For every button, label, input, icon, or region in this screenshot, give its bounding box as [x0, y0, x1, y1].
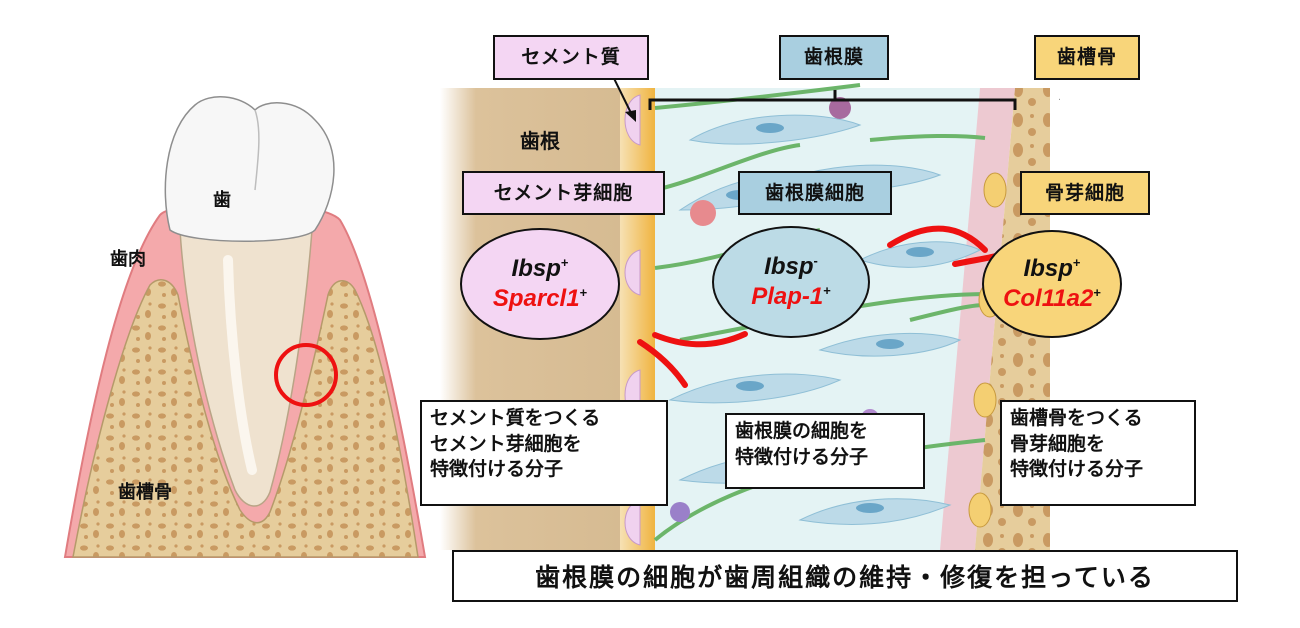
marker-col11a2: Col11a2	[1003, 285, 1094, 312]
arrow-to-osteoblast	[887, 225, 988, 253]
tooth-root-label: 歯根	[520, 129, 560, 153]
marker-ibsp: Ibsp	[764, 253, 814, 280]
tooth-label: 歯	[213, 190, 231, 211]
cementum-label: セメント質	[493, 35, 649, 80]
alveolar-bone-tissue-label: 歯槽骨	[1034, 35, 1140, 80]
cementoblast-description: セメント質をつくる セメント芽細胞を 特徴付ける分子	[420, 400, 668, 506]
arrow-to-cementoblast	[652, 331, 748, 348]
pdl-cell: Ibsp- Plap-1+	[712, 226, 870, 338]
tooth-illustration	[63, 96, 427, 558]
marker-sign: +	[1093, 285, 1101, 300]
marker-ibsp: Ibsp	[511, 255, 561, 282]
alveolar-bone-label: 歯槽骨	[118, 482, 172, 503]
pdl-bracket	[648, 90, 1017, 110]
periodontal-ligament-label: 歯根膜	[779, 35, 889, 80]
osteoblast-cell: Ibsp+ Col11a2+	[982, 230, 1122, 338]
marker-plap1: Plap-1	[751, 283, 824, 310]
tooth-root	[179, 229, 313, 507]
tooth-crown	[164, 96, 335, 242]
marker-sign: +	[560, 255, 569, 270]
osteoblast-description: 歯槽骨をつくる 骨芽細胞を 特徴付ける分子	[1000, 400, 1196, 506]
cementoblast-label: セメント芽細胞	[462, 171, 665, 215]
highlight-circle	[274, 343, 338, 407]
alveolar-bone-left	[72, 279, 419, 558]
cementoblast-cell: Ibsp+ Sparcl1+	[460, 228, 620, 340]
pdl-description: 歯根膜の細胞を 特徴付ける分子	[725, 413, 925, 489]
marker-sparcl1: Sparcl1	[492, 285, 580, 312]
arrow-to-cementoblast-2	[637, 339, 688, 388]
osteoblast-label: 骨芽細胞	[1020, 171, 1150, 215]
summary-caption: 歯根膜の細胞が歯周組織の維持・修復を担っている	[452, 550, 1238, 602]
marker-sign: +	[1072, 255, 1081, 270]
marker-sign: +	[579, 285, 588, 300]
gingiva-label: 歯肉	[110, 249, 146, 270]
pdl-cell-label: 歯根膜細胞	[738, 171, 892, 215]
marker-ibsp: Ibsp	[1023, 255, 1073, 282]
marker-sign: +	[823, 283, 831, 298]
marker-sign: -	[813, 253, 818, 268]
